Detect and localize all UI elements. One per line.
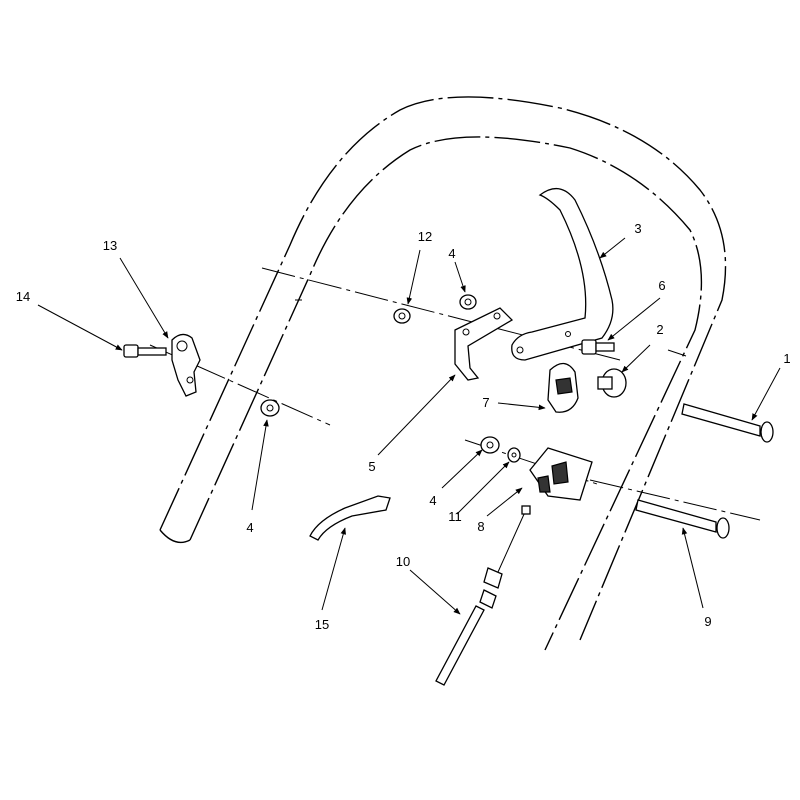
- callout-12: 12: [418, 229, 432, 244]
- pivot-plate-part-13: [171, 333, 201, 397]
- nut-part-4-lower: [480, 436, 500, 454]
- bracket-part: [454, 307, 514, 381]
- callout-3: 3: [634, 221, 641, 236]
- nut-part-4-upper: [459, 294, 477, 310]
- cam-part-7: [547, 362, 579, 413]
- knob-part-2: [597, 368, 627, 398]
- callout-10: 10: [396, 554, 410, 569]
- callout-8: 8: [477, 519, 484, 534]
- callout-2: 2: [656, 322, 663, 337]
- handle-outline: [159, 96, 727, 651]
- callout-4-left: 4: [246, 520, 253, 535]
- callout-11: 11: [448, 509, 462, 524]
- control-cable-part-10: [435, 505, 531, 686]
- callout-4-lower: 4: [429, 493, 436, 508]
- callout-14: 14: [16, 289, 30, 304]
- axis-lines: [149, 267, 761, 521]
- nut-part-12: [393, 308, 411, 324]
- leader-lines: [37, 237, 781, 615]
- carriage-bolt-part-1: [681, 403, 774, 443]
- carriage-bolt-part-9: [635, 499, 730, 539]
- grip-part-15: [309, 495, 391, 541]
- callout-7: 7: [482, 395, 489, 410]
- callout-15: 15: [315, 617, 329, 632]
- washer-part-11: [507, 447, 521, 463]
- bolt-part-6: [581, 339, 615, 355]
- callout-1: 1: [783, 351, 790, 366]
- nut-part-4-left: [260, 399, 280, 417]
- callout-labels: 1 2 3 4 4 4 5 6 7 8 9 10 11 12 13 14 15: [16, 221, 791, 632]
- callout-6: 6: [658, 278, 665, 293]
- callout-4-upper: 4: [448, 246, 455, 261]
- clamp-block-part-8: [529, 447, 593, 501]
- callout-9: 9: [704, 614, 711, 629]
- bolt-part-14: [123, 344, 167, 358]
- control-lever-part: [511, 188, 614, 361]
- callout-5: 5: [368, 459, 375, 474]
- callout-13: 13: [103, 238, 117, 253]
